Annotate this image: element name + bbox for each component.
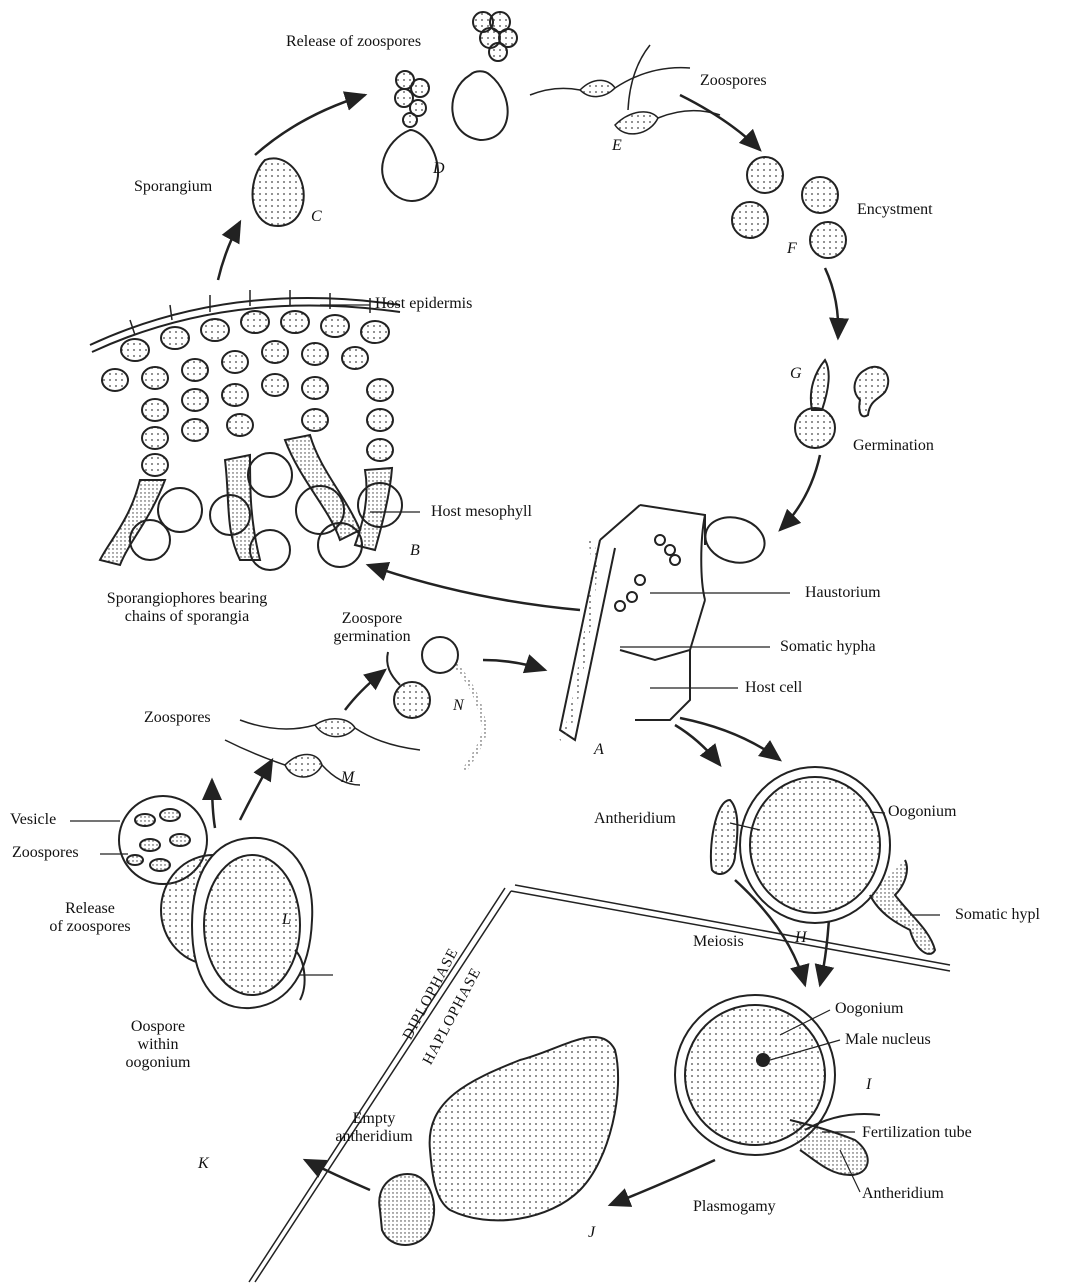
label-somatic-hypha: Somatic hypha xyxy=(780,638,876,656)
label-host-cell: Host cell xyxy=(745,679,802,697)
label-release-left: Release of zoospores xyxy=(25,900,155,936)
arrow-e-to-f xyxy=(680,95,760,150)
label-zoospore-germination-line1: Zoospore xyxy=(312,610,432,628)
label-fertilization-tube: Fertilization tube xyxy=(862,1124,972,1142)
stage-letter-g: G xyxy=(790,365,802,383)
label-antheridium-i: Antheridium xyxy=(862,1185,944,1203)
label-zoospore-germination: Zoospore germination xyxy=(312,610,432,646)
arrow-k-to-l xyxy=(212,780,215,828)
label-release-left-line2: of zoospores xyxy=(25,918,155,936)
label-meiosis: Meiosis xyxy=(693,933,744,951)
arrow-c-to-d xyxy=(255,95,365,155)
stage-letter-j: J xyxy=(588,1224,595,1242)
stage-letter-c: C xyxy=(311,208,322,226)
label-male-nucleus: Male nucleus xyxy=(845,1031,931,1049)
stage-letter-d: D xyxy=(433,160,445,178)
stage-letter-b: B xyxy=(410,542,420,560)
stage-c-sporangium xyxy=(253,158,304,226)
stage-letter-f: F xyxy=(787,240,797,258)
arrow-j-to-k xyxy=(305,1160,370,1190)
label-plasmogamy: Plasmogamy xyxy=(693,1198,776,1216)
stage-letter-l: L xyxy=(282,911,291,929)
stage-letter-h: H xyxy=(795,929,807,947)
label-haustorium: Haustorium xyxy=(805,584,881,602)
label-vesicle: Vesicle xyxy=(10,811,56,829)
label-sporangiophores-line2: chains of sporangia xyxy=(82,608,292,626)
stage-g-germination xyxy=(795,360,888,448)
arrow-b-to-c xyxy=(218,222,240,280)
stage-i-fertilization xyxy=(675,995,880,1175)
label-zoospores-top: Zoospores xyxy=(700,72,767,90)
stage-letter-e: E xyxy=(612,137,622,155)
label-zoospores-mid: Zoospores xyxy=(144,709,211,727)
stage-letter-k: K xyxy=(198,1155,209,1173)
label-somatic-hypha-right: Somatic hypl xyxy=(955,906,1040,924)
stage-h-gametangia xyxy=(711,767,935,954)
stage-e-zoospores xyxy=(530,45,720,134)
label-oospore-line3: oogonium xyxy=(108,1054,208,1072)
stage-n-zoospore-germination xyxy=(387,637,485,770)
stage-letter-n: N xyxy=(453,697,464,715)
label-oospore-line1: Oospore xyxy=(108,1018,208,1036)
arrow-l-to-m xyxy=(240,760,272,820)
label-oospore-within-oogonium: Oospore within oogonium xyxy=(108,1018,208,1072)
arrow-n-to-a xyxy=(483,660,545,670)
label-sporangiophores-line1: Sporangiophores bearing xyxy=(82,590,292,608)
label-antheridium-h: Antheridium xyxy=(594,810,676,828)
label-sporangiophores: Sporangiophores bearing chains of sporan… xyxy=(82,590,292,626)
arrow-a-to-h1 xyxy=(675,725,720,765)
stage-m-zoospores xyxy=(225,719,420,785)
label-empty-antheridium-line1: Empty xyxy=(318,1110,430,1128)
label-empty-antheridium: Empty antheridium xyxy=(318,1110,430,1146)
stage-a-host-cell xyxy=(560,505,770,740)
label-host-epidermis: Host epidermis xyxy=(375,295,472,313)
arrow-f-to-g xyxy=(825,268,838,338)
label-oospore-line2: within xyxy=(108,1036,208,1054)
label-empty-antheridium-line2: antheridium xyxy=(318,1128,430,1146)
label-host-mesophyll: Host mesophyll xyxy=(431,503,532,521)
arrow-a-to-b xyxy=(368,565,580,610)
label-zoospore-germination-line2: germination xyxy=(312,628,432,646)
stage-letter-a: A xyxy=(594,741,604,759)
label-oogonium-h: Oogonium xyxy=(888,803,956,821)
stage-b-host-tissue xyxy=(90,290,402,570)
stage-k-oospore xyxy=(192,838,312,1008)
label-oogonium-i: Oogonium xyxy=(835,1000,903,1018)
label-germination: Germination xyxy=(853,437,934,455)
label-release-of-zoospores-top: Release of zoospores xyxy=(286,33,421,51)
stage-letter-i: I xyxy=(866,1076,871,1094)
label-zoospores-left: Zoospores xyxy=(12,844,79,862)
label-release-left-line1: Release xyxy=(25,900,155,918)
stage-letter-m: M xyxy=(341,769,354,787)
arrow-g-to-a xyxy=(780,455,820,530)
arrow-m-to-n xyxy=(345,670,385,710)
label-encystment: Encystment xyxy=(857,201,933,219)
label-sporangium: Sporangium xyxy=(134,178,212,196)
